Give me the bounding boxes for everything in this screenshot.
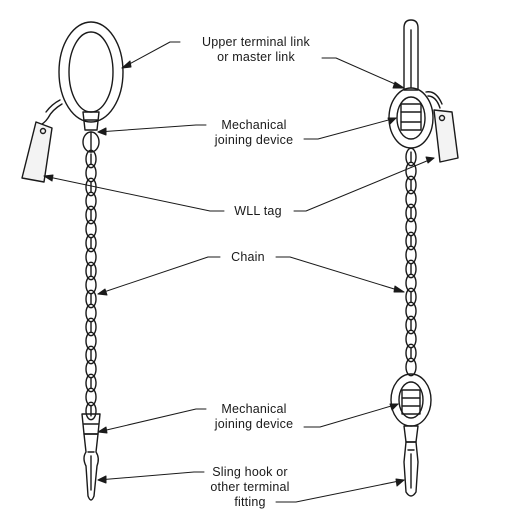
leader-mech-bottom-right: [303, 403, 399, 428]
chain-link: [85, 303, 97, 323]
chain-link: [85, 205, 97, 225]
leader-hook-right: [275, 479, 405, 503]
chain-link: [85, 233, 97, 253]
chain-link: [405, 147, 417, 167]
chain-link: [405, 217, 417, 237]
chain-link: [85, 219, 97, 239]
label-mech-bottom-line1: Mechanical: [221, 402, 287, 416]
leader-upper-right: [321, 57, 405, 89]
right-sling-hook: [403, 425, 419, 497]
chain-link: [85, 331, 97, 351]
leader-wll-left: [43, 175, 225, 212]
leader-mech-top-left: [97, 124, 207, 133]
leader-wll-right: [293, 157, 435, 212]
chain-link: [85, 163, 97, 183]
chain-link: [85, 387, 97, 407]
label-sling-hook: Sling hook or other terminal fitting: [200, 465, 300, 510]
leader-mech-top-right: [303, 117, 397, 140]
chain-link: [405, 175, 417, 195]
leader-upper-left: [121, 41, 181, 69]
leader-lines: [43, 41, 435, 503]
chain-link: [85, 275, 97, 295]
label-mech-bottom-line2: joining device: [214, 417, 294, 431]
label-sling-hook-line2: other terminal: [210, 480, 290, 494]
chain-link: [405, 189, 417, 209]
chain-link: [85, 191, 97, 211]
chain-link: [85, 261, 97, 281]
chain-link: [405, 343, 417, 363]
left-wll-tag: [21, 99, 63, 183]
chain-link: [405, 315, 417, 335]
chain-link: [405, 203, 417, 223]
label-sling-hook-line3: fitting: [234, 495, 266, 509]
chain-link: [405, 301, 417, 321]
label-chain-text: Chain: [231, 250, 265, 264]
right-lower-coupling: [390, 373, 432, 427]
label-wll-tag: WLL tag: [222, 204, 294, 219]
right-master-link: [403, 19, 419, 91]
label-chain: Chain: [220, 250, 276, 265]
leader-chain-right: [275, 256, 405, 293]
right-wll-tag: [425, 91, 459, 163]
label-mech-top-line2: joining device: [214, 133, 294, 147]
chain-link: [85, 345, 97, 365]
chain-link: [85, 289, 97, 309]
chain-link: [85, 401, 97, 421]
leader-chain-left: [97, 256, 221, 295]
chain-link: [405, 245, 417, 265]
chain-link: [85, 317, 97, 337]
label-mechanical-joining-top: Mechanical joining device: [204, 118, 304, 148]
chain-link: [405, 329, 417, 349]
leader-hook-left: [97, 471, 205, 481]
chain-link: [405, 161, 417, 181]
label-upper-terminal-line1: Upper terminal link: [201, 35, 310, 49]
chain-link: [405, 357, 417, 377]
left-sling-hook: [83, 433, 99, 501]
chain-link: [85, 149, 97, 169]
chain-link: [405, 273, 417, 293]
label-upper-terminal-link: Upper terminal link or master link: [178, 35, 334, 65]
left-mechanical-joining-device: [82, 111, 100, 153]
label-mech-top-line1: Mechanical: [221, 118, 287, 132]
chain-link: [405, 231, 417, 251]
label-wll-tag-text: WLL tag: [234, 204, 282, 218]
left-chain: [85, 149, 97, 421]
chain-link: [85, 247, 97, 267]
left-lower-joining-device: [81, 413, 101, 435]
label-sling-hook-line1: Sling hook or: [212, 465, 288, 479]
right-chain: [405, 147, 417, 377]
chain-link: [405, 259, 417, 279]
label-upper-terminal-line2: or master link: [217, 50, 295, 64]
chain-link: [85, 359, 97, 379]
left-master-link: [58, 21, 124, 123]
label-mechanical-joining-bottom: Mechanical joining device: [204, 402, 304, 432]
chain-link: [405, 287, 417, 307]
leader-mech-bottom-left: [97, 408, 207, 433]
chain-link: [85, 373, 97, 393]
